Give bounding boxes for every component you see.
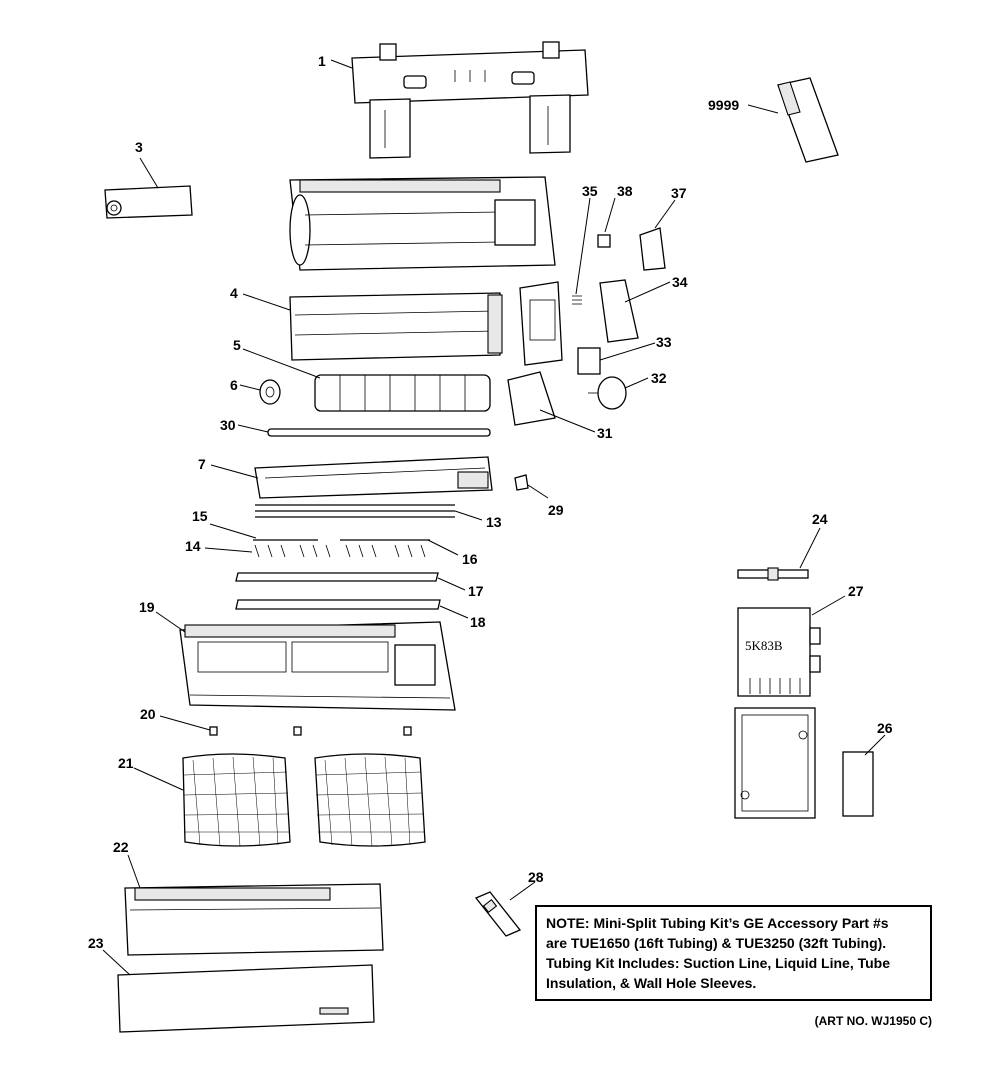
stepper-motor: 29	[514, 474, 564, 518]
callout-3: 3	[135, 139, 143, 155]
callout-6: 6	[230, 377, 238, 393]
callout-26: 26	[877, 720, 893, 736]
callout-9999: 9999	[708, 97, 739, 113]
rating-label: 3	[104, 139, 193, 219]
terminal-cover: 26	[842, 720, 893, 817]
switch: 38	[597, 183, 633, 248]
screw-caps: 20	[140, 706, 412, 736]
blower-wheel: 5	[233, 337, 491, 412]
mounting-plate: 1	[318, 41, 589, 159]
vane-assembly: 15 14 16	[185, 508, 478, 567]
callout-20: 20	[140, 706, 156, 722]
callout-29: 29	[548, 502, 564, 518]
front-frame: 19	[139, 599, 456, 711]
control-box-housing	[734, 707, 816, 819]
callout-5: 5	[233, 337, 241, 353]
callout-17: 17	[468, 583, 484, 599]
callout-30: 30	[220, 417, 236, 433]
control-box-bracket: 34	[599, 274, 688, 343]
callout-37: 37	[671, 185, 687, 201]
note-line-3: Tubing Kit Includes: Suction Line, Liqui…	[546, 955, 891, 971]
callout-32: 32	[651, 370, 667, 386]
note-line-4: Insulation, & Wall Hole Sleeves.	[546, 975, 757, 991]
motor-housing: 31	[507, 371, 613, 441]
callout-13: 13	[486, 514, 502, 530]
callout-16: 16	[462, 551, 478, 567]
board-chip-label: 5K83B	[745, 638, 783, 653]
spring: 35	[572, 183, 598, 305]
callout-35: 35	[582, 183, 598, 199]
callout-4: 4	[230, 285, 238, 301]
art-number: (ART NO. WJ1950 C)	[814, 1014, 932, 1028]
control-board: 5K83B 27	[737, 583, 864, 697]
chassis-housing	[289, 176, 556, 271]
terminal-strip: 24	[737, 511, 828, 581]
callout-33: 33	[656, 334, 672, 350]
callout-23: 23	[88, 935, 104, 951]
callout-27: 27	[848, 583, 864, 599]
callout-28: 28	[528, 869, 544, 885]
owner-manual: 9999	[708, 77, 839, 163]
note-line-1: NOTE: Mini-Split Tubing Kit’s GE Accesso…	[546, 915, 889, 931]
tubing-kit-note: NOTE: Mini-Split Tubing Kit’s GE Accesso…	[535, 905, 932, 1001]
remote-control: 28	[474, 869, 544, 937]
drain-pan: 7	[198, 456, 493, 499]
motor-bracket	[519, 281, 563, 366]
motor-cover: 33	[577, 334, 672, 375]
horizontal-louvers: 17 18	[235, 572, 486, 630]
callout-22: 22	[113, 839, 129, 855]
front-grille: 22	[113, 839, 384, 956]
callout-1: 1	[318, 53, 326, 69]
evaporator-coil: 4	[230, 285, 503, 361]
note-line-2: are TUE1650 (16ft Tubing) & TUE3250 (32f…	[546, 935, 887, 951]
louver-rods: 13	[255, 504, 502, 530]
callout-15: 15	[192, 508, 208, 524]
callout-19: 19	[139, 599, 155, 615]
fan-motor: 32	[588, 370, 667, 410]
callout-24: 24	[812, 511, 828, 527]
callout-7: 7	[198, 456, 206, 472]
callout-34: 34	[672, 274, 688, 290]
bearing: 6	[230, 377, 281, 405]
cover-plate: 37	[639, 185, 687, 271]
callout-14: 14	[185, 538, 201, 554]
front-panel: 23	[88, 935, 375, 1033]
air-filters: 21	[118, 753, 426, 847]
callout-18: 18	[470, 614, 486, 630]
callout-21: 21	[118, 755, 134, 771]
callout-31: 31	[597, 425, 613, 441]
callout-38: 38	[617, 183, 633, 199]
drain-hose: 30	[220, 417, 491, 437]
